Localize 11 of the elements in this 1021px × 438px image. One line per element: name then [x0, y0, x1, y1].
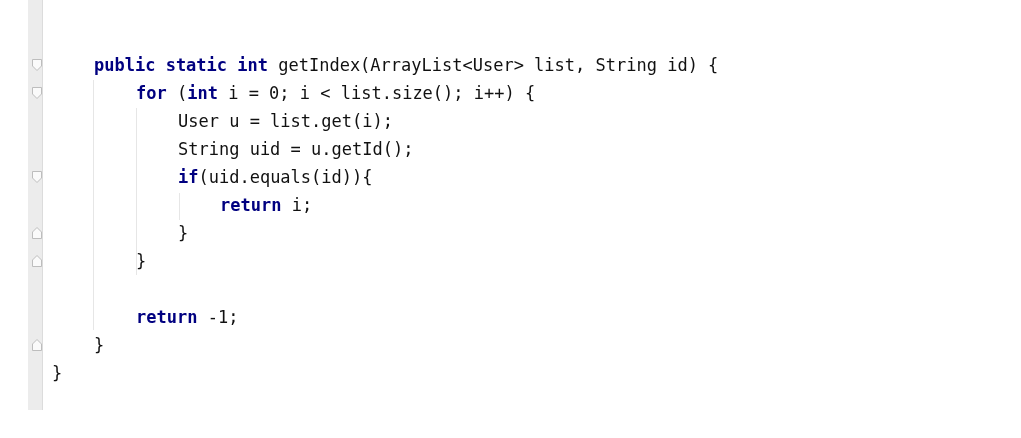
code-line: String uid = u.getId(); — [178, 138, 414, 161]
code-line: public static int getIndex(ArrayList<User> list, String id) { — [94, 54, 719, 77]
code-line: } — [136, 250, 147, 273]
code-line: } — [52, 362, 63, 385]
code-line: if(uid.equals(id)){ — [178, 166, 373, 189]
code-line: User u = list.get(i); — [178, 110, 393, 133]
code-line: for (int i = 0; i < list.size(); i++) { — [136, 82, 536, 105]
code-line: return i; — [220, 194, 313, 217]
code-line: } — [178, 222, 189, 245]
code-line: } — [94, 334, 105, 357]
code-line: return -1; — [136, 306, 239, 329]
